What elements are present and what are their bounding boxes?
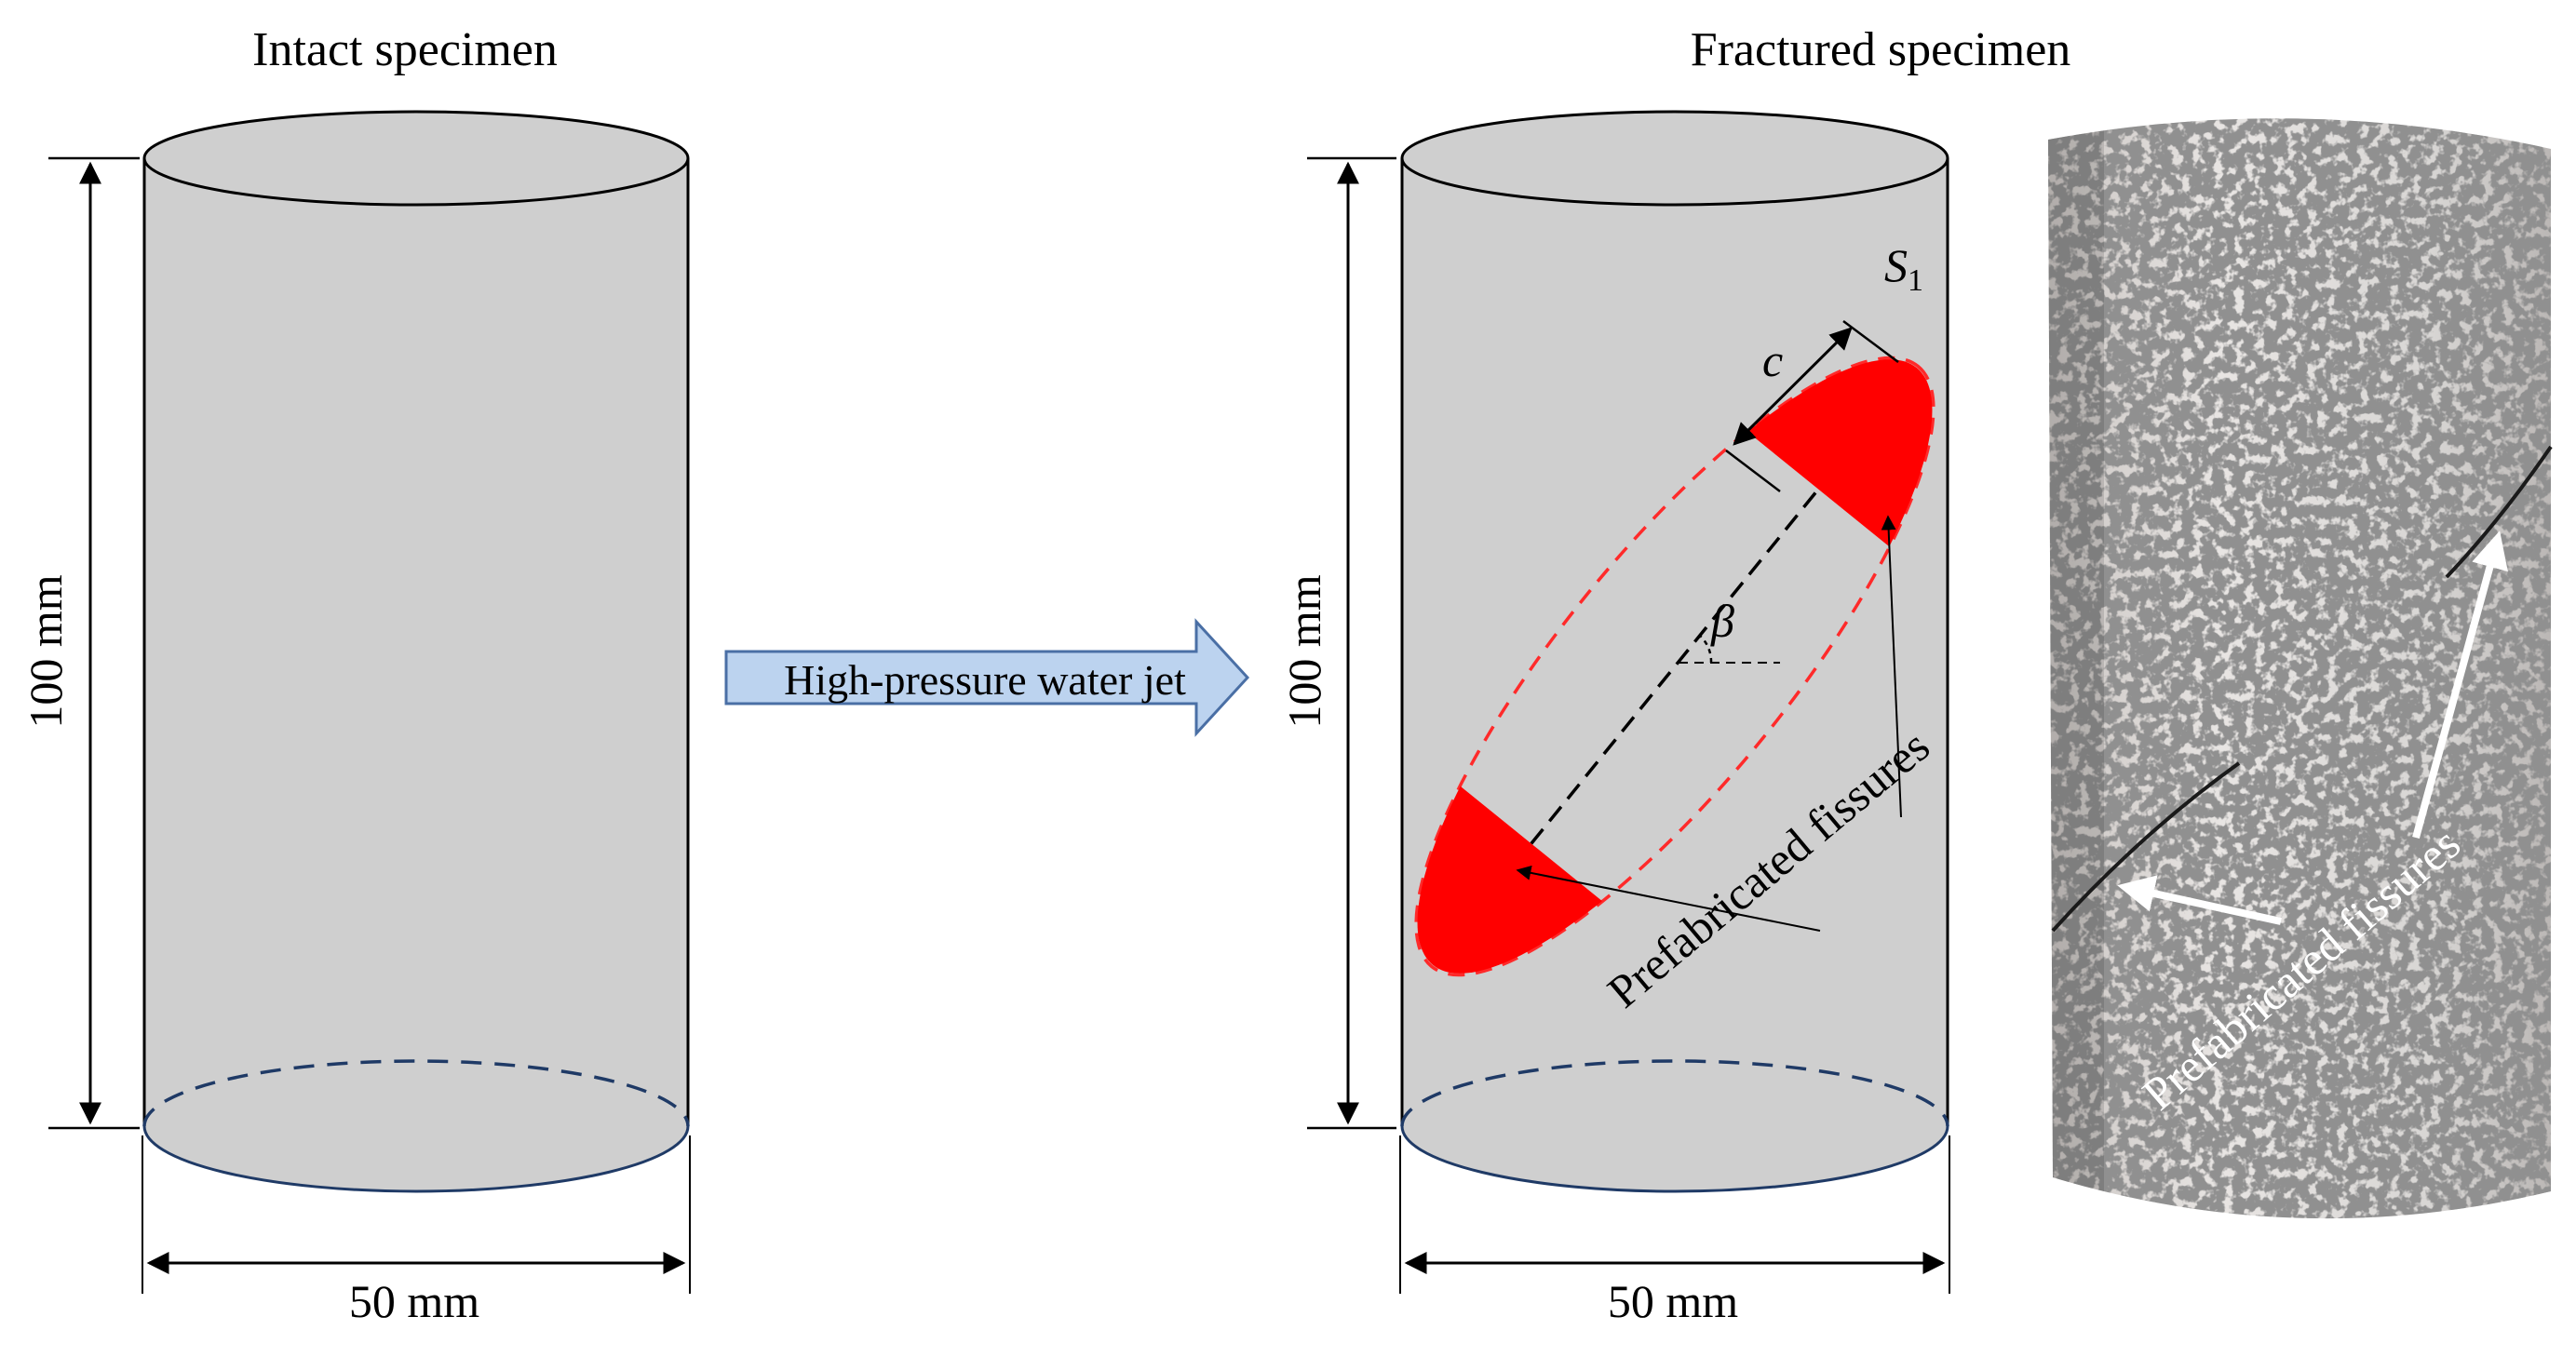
photo-fissure-line-upper	[2445, 445, 2553, 579]
width-dimension-right: 50 mm	[1399, 1135, 1950, 1327]
height-label-left: 100 mm	[20, 574, 72, 728]
width-label-right: 50 mm	[1608, 1275, 1738, 1327]
fissure-plane-outline	[1414, 356, 1935, 977]
process-arrow-label: High-pressure water jet	[784, 656, 1186, 704]
photo-pointer-lower	[2117, 875, 2282, 925]
photo-pointer-upper	[2412, 531, 2508, 840]
intact-bottom-front	[142, 1125, 690, 1193]
height-dimension-left: 100 mm	[20, 156, 140, 1130]
width-label-left: 50 mm	[349, 1275, 479, 1327]
granite-texture	[2048, 118, 2551, 1219]
angle-symbol: β	[1710, 595, 1734, 647]
fractured-cylinder: β c S1 Prefabricated fissures	[1400, 110, 1949, 1193]
height-label-right: 100 mm	[1278, 574, 1330, 728]
intact-cylinder-body	[144, 158, 688, 1191]
fissure-pointer-upper	[1881, 515, 1902, 818]
surface-symbol-main: S	[1884, 239, 1908, 291]
surface-symbol: S1	[1884, 239, 1923, 298]
fractured-cylinder-body	[1402, 158, 1948, 1191]
granite-left-shadow	[2048, 118, 2104, 1219]
process-arrow: High-pressure water jet	[724, 618, 1250, 737]
process-arrow-shape	[724, 618, 1250, 737]
width-dimension-left: 50 mm	[142, 1135, 691, 1327]
crack-length-arrow	[1733, 327, 1853, 446]
fissure-red-lower	[1417, 786, 1602, 974]
crack-length-ext-2	[1842, 319, 1899, 364]
fissure-centerline-dashed	[1530, 488, 1820, 845]
fissure-pointer-lower	[1516, 865, 1821, 932]
height-dimension-right: 100 mm	[1278, 156, 1396, 1130]
surface-symbol-sub: 1	[1908, 263, 1923, 298]
angle-arc	[1699, 635, 1713, 664]
title-intact: Intact specimen	[252, 23, 558, 76]
intact-top-face	[142, 110, 690, 207]
fractured-bottom-front	[1400, 1125, 1949, 1193]
photo-fissure-line-lower	[2051, 761, 2241, 933]
intact-bottom-back-dashed	[142, 1059, 690, 1127]
granite-specimen-photo: Prefabricated fissures	[2048, 118, 2553, 1219]
fractured-bottom-back-dashed	[1400, 1059, 1949, 1127]
intact-cylinder	[142, 110, 690, 1193]
crack-length-symbol: c	[1762, 334, 1783, 386]
title-fractured: Fractured specimen	[1691, 23, 2071, 76]
crack-length-ext-1	[1725, 450, 1781, 492]
fractured-top-face	[1400, 110, 1949, 207]
